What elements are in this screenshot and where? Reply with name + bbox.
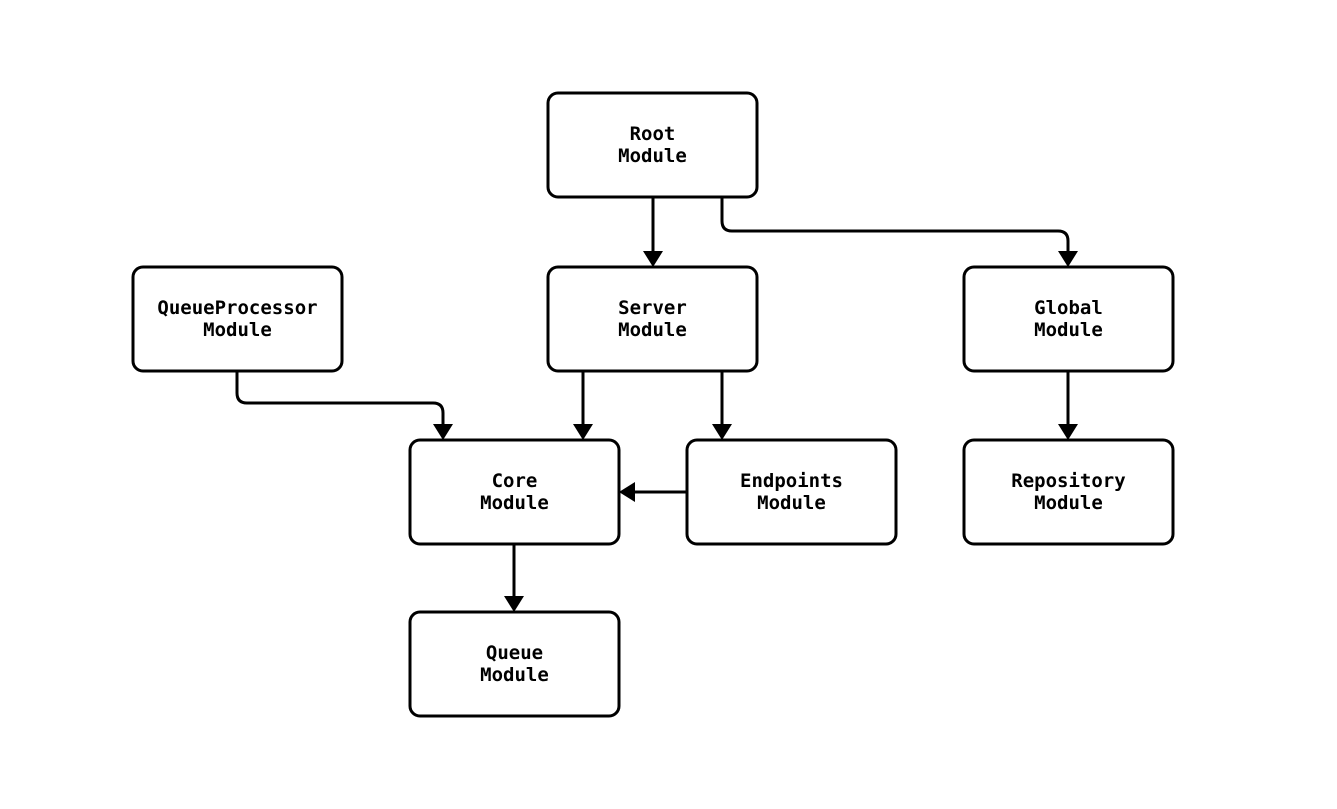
- arrowhead-endpoints-to-core: [619, 482, 635, 502]
- node-queue-box: [408, 610, 621, 718]
- arrowhead-core-to-queue: [504, 596, 524, 612]
- node-repository-box: [962, 438, 1175, 546]
- edge-queueprocessor-to-core: [235, 371, 445, 431]
- node-core-box: [408, 438, 621, 546]
- node-global-box: [962, 265, 1175, 373]
- node-endpoints-box: [685, 438, 898, 546]
- arrowhead-root-to-global: [1058, 251, 1078, 267]
- arrowhead-root-to-server: [643, 251, 663, 267]
- node-root-box: [546, 91, 759, 199]
- node-server-box: [546, 265, 759, 373]
- arrowhead-queueprocessor-to-core: [433, 424, 453, 440]
- edge-root-to-global: [720, 197, 1070, 258]
- arrowhead-global-to-repository: [1058, 424, 1078, 440]
- arrowhead-server-to-core: [573, 424, 593, 440]
- node-queueprocessor-box: [131, 265, 344, 373]
- arrowhead-server-to-endpoints: [712, 424, 732, 440]
